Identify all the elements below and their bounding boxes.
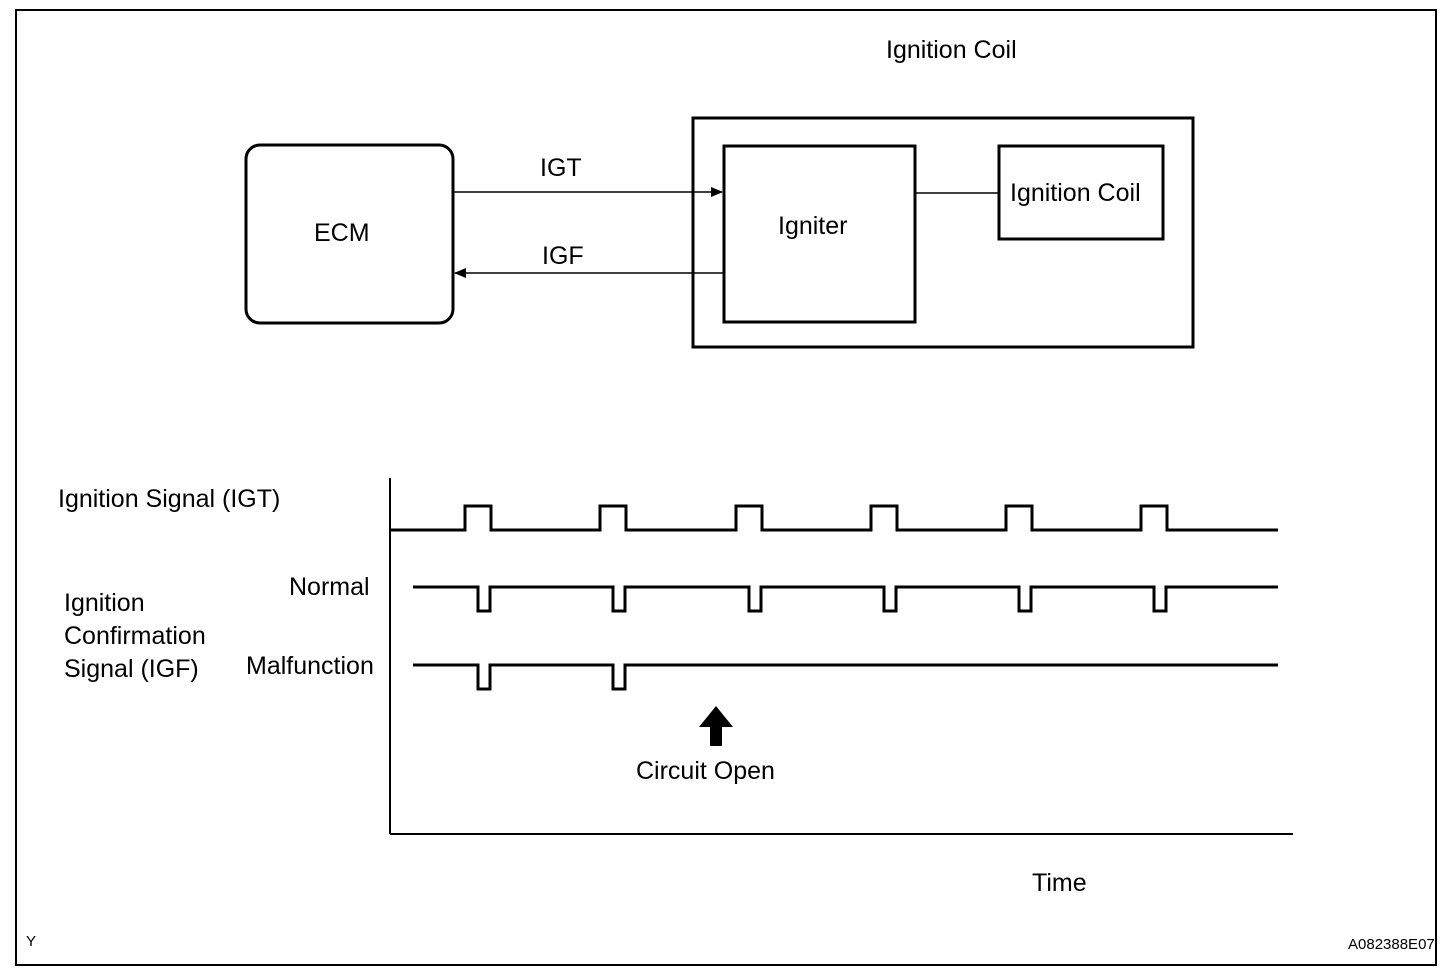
igf-normal-waveform bbox=[413, 585, 1278, 613]
igf-malfunction-waveform bbox=[413, 663, 1278, 691]
corner-marker: Y bbox=[26, 933, 37, 950]
malfunction-label: Malfunction bbox=[246, 652, 374, 680]
ecm-box bbox=[244, 143, 455, 325]
ignition-coil-assembly-box bbox=[691, 116, 1195, 349]
igt-waveform-label: Ignition Signal (IGT) bbox=[58, 485, 281, 513]
ignition-coil-title: Ignition Coil bbox=[886, 36, 1017, 64]
figure-code: A082388E07 bbox=[1348, 936, 1435, 953]
igf-waveform-label-line3: Signal (IGF) bbox=[64, 655, 199, 683]
igf-signal-label: IGF bbox=[542, 242, 584, 270]
igf-waveform-label-line1: Ignition bbox=[64, 589, 145, 617]
normal-label: Normal bbox=[289, 573, 370, 601]
circuit-open-arrow-icon bbox=[699, 706, 733, 746]
ecm-label: ECM bbox=[314, 219, 370, 247]
time-axis-label: Time bbox=[1032, 869, 1087, 897]
figure-border bbox=[15, 9, 1437, 966]
igf-waveform-label-line2: Confirmation bbox=[64, 622, 206, 650]
coil-label: Ignition Coil bbox=[1010, 179, 1141, 207]
igniter-label: Igniter bbox=[778, 212, 848, 240]
igniter-box bbox=[722, 144, 917, 324]
circuit-open-label: Circuit Open bbox=[636, 757, 775, 785]
igt-waveform bbox=[390, 504, 1278, 532]
igt-signal-label: IGT bbox=[540, 154, 582, 182]
